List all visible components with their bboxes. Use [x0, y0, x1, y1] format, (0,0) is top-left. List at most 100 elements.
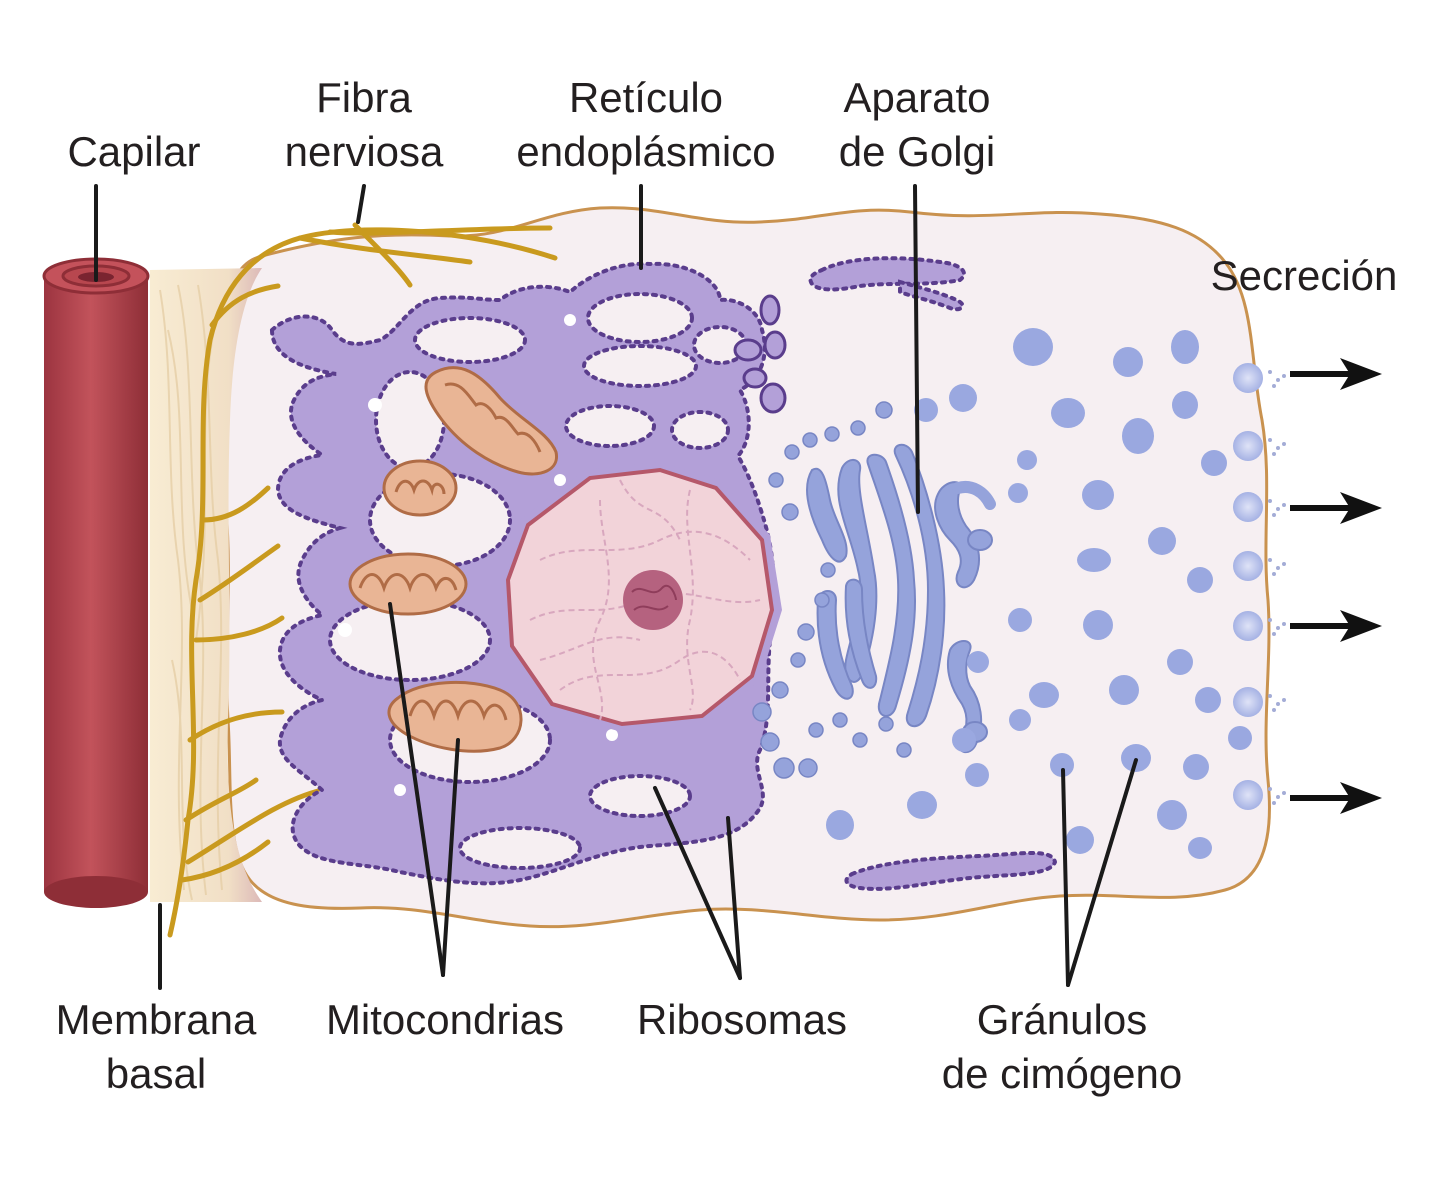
secretory-vesicle [1233, 780, 1263, 810]
secretion-arrow-head [1340, 782, 1382, 814]
zymogen-granule [1009, 709, 1031, 731]
zymogen-granule [1066, 826, 1094, 854]
zymogen-granule [1122, 418, 1154, 454]
secretion-particle [1282, 374, 1286, 378]
mitochondrion [382, 459, 458, 517]
secretory-vesicle [1233, 611, 1263, 641]
secretory-vesicle [1233, 492, 1263, 522]
secretion-particle [1276, 795, 1280, 799]
secretory-vesicle [1233, 551, 1263, 581]
zymogen-granule [1077, 548, 1111, 572]
label-granulos-line2: de cimógeno [942, 1050, 1183, 1097]
zymogen-granule [967, 651, 989, 673]
zymogen-granule [826, 810, 854, 840]
zymogen-granule [1051, 398, 1085, 428]
zymogen-granule [1050, 753, 1074, 777]
secretion-particle [1272, 384, 1276, 388]
mitochondrion [387, 681, 523, 753]
zymogen-granule [1171, 330, 1199, 364]
secretion-particle [1268, 558, 1272, 562]
leader-fibra [356, 184, 366, 224]
secretion-particle [1272, 513, 1276, 517]
leader-gran-1 [1061, 768, 1070, 987]
label-mitocondrias: Mitocondrias [326, 996, 564, 1043]
secretion-particle [1282, 698, 1286, 702]
zymogen-granule [1082, 480, 1114, 510]
secretion-particle [1276, 507, 1280, 511]
zymogen-granule [1167, 649, 1193, 675]
label-capilar: Capilar [67, 128, 200, 175]
leader-lines [94, 184, 1138, 990]
secretion-particle [1268, 618, 1272, 622]
leader-ribo-1 [653, 786, 742, 980]
secretion-particle [1268, 694, 1272, 698]
zymogen-granule [1188, 837, 1212, 859]
mitochondrion [424, 366, 558, 476]
secretion-particle [1276, 702, 1280, 706]
zymogen-granule [1013, 328, 1053, 366]
secretion-particle [1272, 801, 1276, 805]
zymogen-granule [1183, 754, 1209, 780]
label-membrana-line2: basal [106, 1050, 206, 1097]
zymogen-granule [1228, 726, 1252, 750]
label-granulos-line1: Gránulos [977, 996, 1147, 1043]
secretion-particle [1276, 626, 1280, 630]
secretion [1233, 358, 1382, 814]
zymogen-granule [1157, 800, 1187, 830]
secretion-particle [1272, 572, 1276, 576]
zymogen-granule [914, 398, 938, 422]
zymogen-granule [1148, 527, 1176, 555]
leader-mito-1 [388, 602, 445, 977]
leader-mito-2 [441, 738, 460, 977]
nerve-fiber [167, 222, 558, 938]
zymogen-granule [1172, 391, 1198, 419]
golgi-apparatus [806, 443, 996, 754]
zymogen-granule [1187, 567, 1213, 593]
secretion-particle [1272, 708, 1276, 712]
secretion-particle [1272, 452, 1276, 456]
secretion-particle [1272, 632, 1276, 636]
nucleus [500, 462, 782, 732]
secretion-particle [1268, 787, 1272, 791]
secretion-particle [1282, 503, 1286, 507]
label-reticulo-line2: endoplásmico [516, 128, 775, 175]
capillary [42, 257, 150, 908]
secretion-particle [1276, 446, 1280, 450]
transport-vesicles [752, 401, 912, 779]
secretion-particle [1282, 622, 1286, 626]
secretion-particle [1282, 791, 1286, 795]
leader-golgi [913, 184, 920, 514]
label-fibra-nerviosa-line1: Fibra [316, 74, 412, 121]
zymogen-granule [1109, 675, 1139, 705]
zymogen-granule [1195, 687, 1221, 713]
basement-membrane [150, 268, 262, 902]
secretion-particle [1268, 370, 1272, 374]
label-golgi-line1: Aparato [843, 74, 990, 121]
zymogen-granule [1008, 608, 1032, 632]
secretory-vesicle [1233, 431, 1263, 461]
zymogen-granule [907, 791, 937, 819]
er-fragment [808, 256, 1058, 891]
secretion-arrow-head [1340, 358, 1382, 390]
zymogen-granule [949, 384, 977, 412]
secretion-particle [1268, 499, 1272, 503]
zymogen-granules [826, 328, 1252, 859]
label-reticulo-line1: Retículo [569, 74, 723, 121]
labels: Capilar Fibra nerviosa Retículo endoplás… [56, 74, 1398, 1097]
secretion-particle [1282, 442, 1286, 446]
label-golgi-line2: de Golgi [839, 128, 995, 175]
zymogen-granule [1008, 483, 1028, 503]
mitochondria [348, 366, 558, 753]
label-secrecion: Secreción [1211, 252, 1398, 299]
secretion-particle [1276, 378, 1280, 382]
secretory-vesicle [1233, 363, 1263, 393]
secretion-arrow-head [1340, 492, 1382, 524]
leader-gran-2 [1066, 758, 1138, 987]
leader-ribo-2 [726, 816, 742, 980]
zymogen-granule [1017, 450, 1037, 470]
mitochondrion [348, 552, 468, 616]
secretory-vesicle [1233, 687, 1263, 717]
zymogen-granule [1113, 347, 1143, 377]
secretion-particle [1276, 566, 1280, 570]
